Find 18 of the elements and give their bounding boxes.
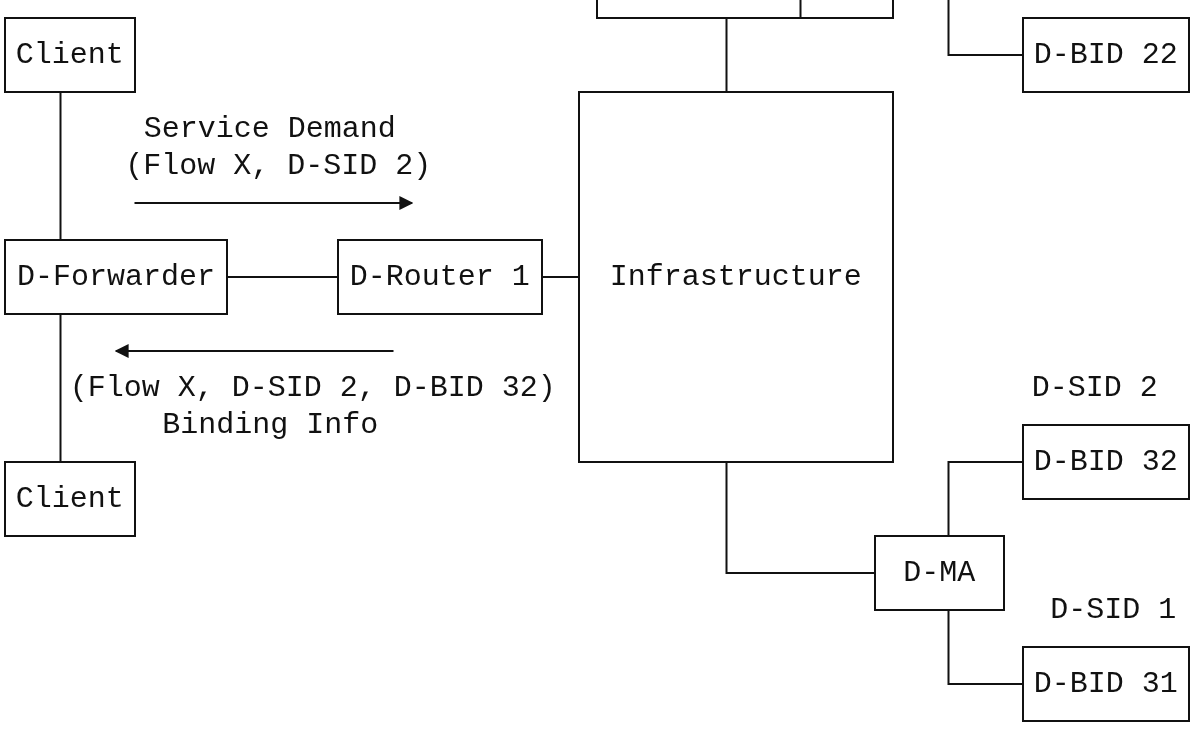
node-box: Infrastructure [577,91,894,463]
node-box: D-Router 1 [337,239,543,315]
connector-line [596,0,894,93]
message-label: (Flow X, D-SID 2, D-BID 32) [69,369,556,407]
message-label: (Flow X, D-SID 2) [125,147,432,185]
connector-line [59,91,62,241]
node-box: D-BID 22 [1021,17,1190,93]
node-box: Client [4,17,136,93]
node-box: D-BID 32 [1021,424,1190,500]
node-box: D-MA [873,535,1005,611]
node-box: Client [4,461,136,537]
message-label: Service Demand [143,110,396,148]
node-box: D-BID 31 [1021,646,1190,722]
node-box: D-Forwarder [4,239,228,315]
node-caption: D-SID 2 [1031,369,1158,407]
node-caption: D-SID 1 [1050,591,1177,629]
message-label: Binding Info [162,406,379,444]
connector-line [59,313,62,463]
